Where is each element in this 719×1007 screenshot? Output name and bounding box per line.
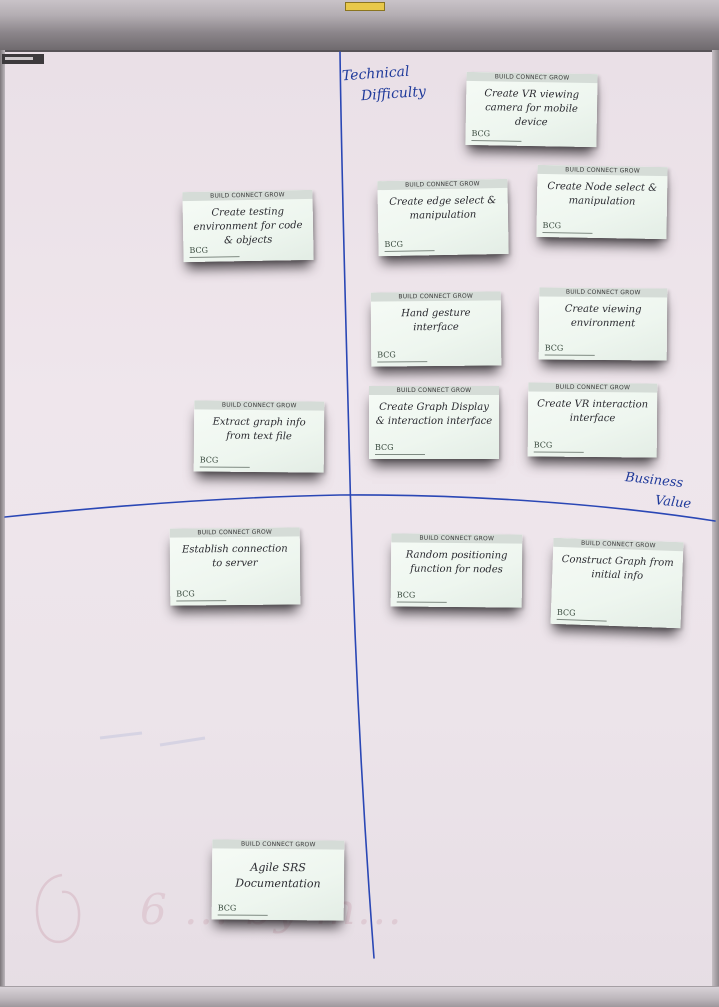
bcg-logo-icon: BCG <box>556 607 608 622</box>
bcg-logo-icon: BCG <box>377 350 428 363</box>
note-logo-text: BCG <box>217 903 237 913</box>
note-brand-header: BUILD CONNECT GROW <box>528 382 658 393</box>
note-logo-text: BCG <box>199 455 219 465</box>
frame-clip-stripe <box>5 57 33 60</box>
bcg-logo-icon: BCG <box>217 903 268 916</box>
sticky-note[interactable]: BUILD CONNECT GROW Create viewing enviro… <box>538 287 668 361</box>
sticky-note[interactable]: BUILD CONNECT GROW Hand gesture interfac… <box>370 291 502 367</box>
sticky-note[interactable]: BUILD CONNECT GROW Create VR viewing cam… <box>465 71 598 148</box>
frame-clip <box>2 54 44 64</box>
note-text: Hand gesture interface <box>401 307 471 334</box>
note-brand-header: BUILD CONNECT GROW <box>391 533 523 544</box>
bcg-logo-icon: BCG <box>542 220 593 234</box>
note-logo-text: BCG <box>471 128 491 139</box>
note-brand-header: BUILD CONNECT GROW <box>212 839 345 850</box>
note-text: Create viewing environment <box>564 303 642 330</box>
frame-sticker <box>345 2 385 11</box>
note-logo-text: BCG <box>542 220 562 231</box>
business-value-label-line2: Value <box>654 493 692 512</box>
vertical-axis-line <box>339 51 375 959</box>
bcg-logo-icon: BCG <box>375 443 425 455</box>
note-logo-text: BCG <box>556 607 576 618</box>
sticky-note[interactable]: BUILD CONNECT GROW Create testing enviro… <box>182 189 314 263</box>
note-logo-text: BCG <box>189 245 209 256</box>
note-text: Create Node select & manipulation <box>547 181 658 208</box>
note-text: Establish connection to server <box>181 543 288 570</box>
sticky-note[interactable]: BUILD CONNECT GROW Construct Graph from … <box>550 537 684 629</box>
bcg-logo-icon: BCG <box>199 455 250 468</box>
whiteboard-frame-right <box>712 50 719 1007</box>
sticky-note[interactable]: BUILD CONNECT GROW Agile SRS Documentati… <box>211 839 345 921</box>
note-logo-text: BCG <box>375 443 394 452</box>
note-brand-header: BUILD CONNECT GROW <box>194 400 325 411</box>
note-brand-header: BUILD CONNECT GROW <box>370 291 501 302</box>
note-text: Create VR viewing camera for mobile devi… <box>484 88 580 129</box>
note-logo-text: BCG <box>377 350 396 360</box>
whiteboard-frame-left <box>0 50 5 1007</box>
sticky-note[interactable]: BUILD CONNECT GROW Create Graph Display … <box>369 386 499 459</box>
note-text: Create edge select & manipulation <box>389 195 497 222</box>
sticky-note[interactable]: BUILD CONNECT GROW Create VR interaction… <box>527 382 658 458</box>
sticky-note[interactable]: BUILD CONNECT GROW Create Node select & … <box>536 164 668 240</box>
note-brand-header: BUILD CONNECT GROW <box>377 178 508 191</box>
note-text: Extract graph info from text file <box>212 416 306 443</box>
ghost-circle <box>35 873 81 944</box>
whiteboard-marker-tray <box>0 986 719 1007</box>
note-text: Agile SRS Documentation <box>235 860 321 891</box>
note-brand-header: BUILD CONNECT GROW <box>539 287 668 298</box>
note-logo-text: BCG <box>544 343 564 353</box>
whiteboard-frame-top <box>0 0 719 52</box>
bcg-logo-icon: BCG <box>189 245 240 259</box>
note-text: Construct Graph from initial info <box>561 554 674 582</box>
note-logo-text: BCG <box>396 590 416 600</box>
ghost-smudge-left <box>99 731 206 747</box>
note-brand-header: BUILD CONNECT GROW <box>182 189 313 202</box>
bcg-logo-icon: BCG <box>533 440 584 453</box>
sticky-note[interactable]: BUILD CONNECT GROW Extract graph info fr… <box>193 400 325 473</box>
bcg-logo-icon: BCG <box>471 128 522 142</box>
note-logo-text: BCG <box>384 239 404 250</box>
note-brand-header: BUILD CONNECT GROW <box>537 164 668 177</box>
sticky-note[interactable]: BUILD CONNECT GROW Establish connection … <box>169 527 301 606</box>
note-text: Create Graph Display & interaction inter… <box>375 402 493 427</box>
note-text: Random positioning function for nodes <box>405 549 508 576</box>
note-brand-header: BUILD CONNECT GROW <box>369 386 499 395</box>
bcg-logo-icon: BCG <box>176 589 227 602</box>
note-text: Create testing environment for code & ob… <box>193 206 303 247</box>
horizontal-axis-line <box>4 494 716 522</box>
note-logo-text: BCG <box>176 589 195 599</box>
bcg-logo-icon: BCG <box>384 239 435 253</box>
note-logo-text: BCG <box>533 440 553 450</box>
note-brand-header: BUILD CONNECT GROW <box>169 527 300 538</box>
sticky-note[interactable]: BUILD CONNECT GROW Random positioning fu… <box>390 533 523 608</box>
bcg-logo-icon: BCG <box>396 590 447 603</box>
note-text: Create VR interaction interface <box>537 398 649 425</box>
note-brand-header: BUILD CONNECT GROW <box>466 71 598 84</box>
bcg-logo-icon: BCG <box>544 343 595 356</box>
sticky-note[interactable]: BUILD CONNECT GROW Create edge select & … <box>377 178 509 257</box>
